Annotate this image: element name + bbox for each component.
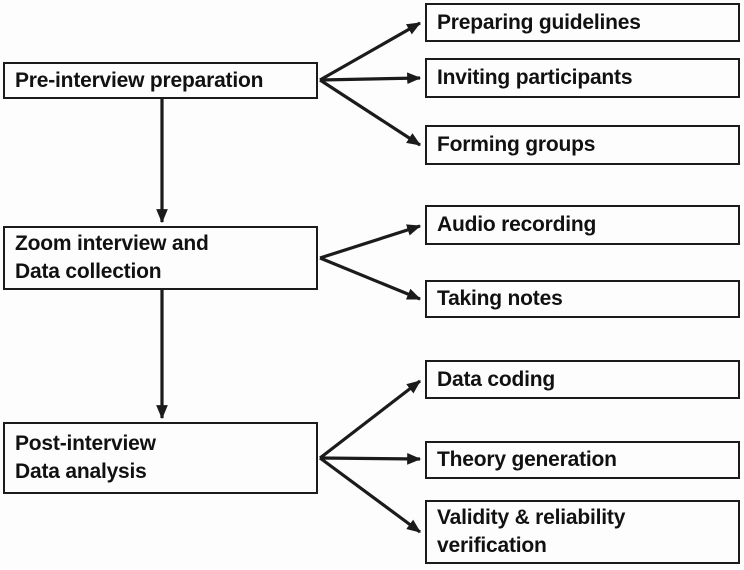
stage-label: Post-interview Data analysis bbox=[15, 432, 156, 483]
substep-label: Inviting participants bbox=[437, 66, 633, 90]
arrow-stage3-to-validity-verification bbox=[319, 456, 421, 534]
substep-box-forming-groups: Forming groups bbox=[425, 125, 740, 165]
stage-box-pre-interview-preparation: Pre-interview preparation bbox=[3, 62, 318, 99]
substep-label: Forming groups bbox=[437, 133, 596, 157]
substep-label: Audio recording bbox=[437, 213, 597, 237]
substep-label: Validity & reliability verification bbox=[437, 506, 626, 557]
substep-label: Data coding bbox=[437, 367, 555, 391]
substep-box-taking-notes: Taking notes bbox=[425, 280, 740, 318]
substep-box-inviting-participants: Inviting participants bbox=[425, 58, 740, 98]
substep-label: Taking notes bbox=[437, 287, 563, 311]
substep-box-theory-generation: Theory generation bbox=[425, 441, 740, 479]
arrow-stage1-to-forming-groups bbox=[319, 78, 421, 147]
arrow-stage2-to-taking-notes bbox=[319, 256, 422, 301]
substep-box-preparing-guidelines: Preparing guidelines bbox=[425, 3, 740, 42]
arrow-stage3-to-theory-generation bbox=[319, 453, 422, 465]
substep-box-data-coding: Data coding bbox=[425, 360, 740, 399]
stage-box-zoom-interview-data-collection: Zoom interview and Data collection bbox=[3, 226, 318, 290]
arrow-stage1-to-inviting-participants bbox=[319, 72, 422, 85]
substep-box-validity-reliability-verification: Validity & reliability verification bbox=[425, 500, 740, 564]
arrow-stage1-to-preparing-guidelines bbox=[319, 21, 422, 82]
substep-box-audio-recording: Audio recording bbox=[425, 205, 740, 245]
stage-label: Pre-interview preparation bbox=[15, 68, 264, 92]
stage-box-post-interview-data-analysis: Post-interview Data analysis bbox=[3, 422, 318, 494]
substep-label: Preparing guidelines bbox=[437, 10, 641, 34]
arrow-stage2-to-audio-recording bbox=[319, 224, 422, 260]
stage-label: Zoom interview and Data collection bbox=[15, 232, 209, 283]
arrow-stage3-to-data-coding bbox=[319, 379, 421, 460]
substep-label: Theory generation bbox=[437, 448, 617, 472]
